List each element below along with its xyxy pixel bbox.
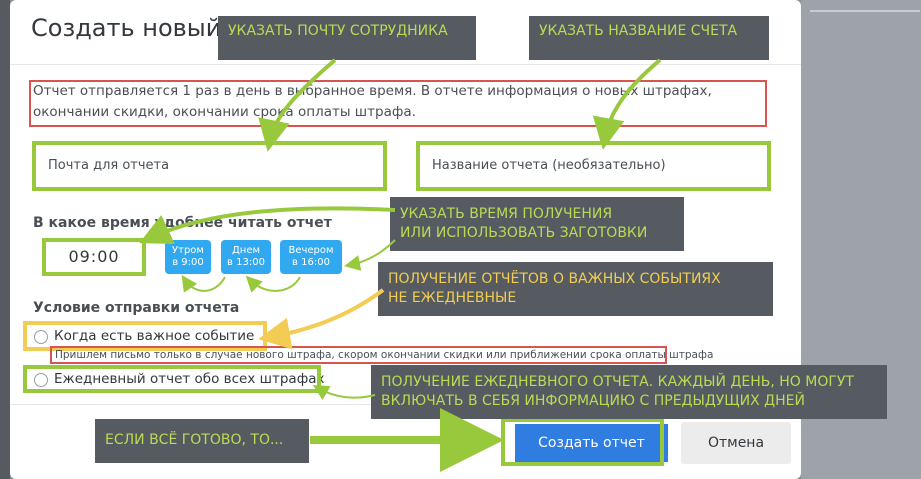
option-daily-highlight: [23, 365, 321, 393]
backdrop-left: [0, 0, 10, 479]
condition-label: Условие отправки отчета: [33, 300, 240, 316]
callout-email: УКАЗАТЬ ПОЧТУ СОТРУДНИКА: [218, 16, 476, 60]
callout-time: УКАЗАТЬ ВРЕМЯ ПОЛУЧЕНИЯ ИЛИ ИСПОЛЬЗОВАТЬ…: [390, 197, 684, 251]
preset-day-line2: в 13:00: [227, 257, 265, 268]
option-daily-label[interactable]: Ежедневный отчет обо всех штрафах: [54, 371, 325, 387]
callout-daily-line2: ВКЛЮЧАТЬ В СЕБЯ ИНФОРМАЦИЮ С ПРЕДЫДУЩИХ …: [381, 393, 805, 409]
time-label: В какое время удобнее читать отчет: [33, 215, 332, 231]
callout-important: ПОЛУЧЕНИЕ ОТЧЁТОВ О ВАЖНЫХ СОБЫТИЯХ НЕ Е…: [378, 262, 773, 316]
preset-evening-line2: в 16:00: [292, 257, 330, 268]
create-button-highlight: [501, 418, 664, 466]
callout-daily-line1: ПОЛУЧЕНИЕ ЕЖЕДНЕВНОГО ОТЧЕТА. КАЖДЫЙ ДЕН…: [381, 374, 854, 390]
preset-day-line1: Днем: [231, 245, 261, 256]
radio-important[interactable]: [34, 330, 48, 344]
callout-daily: ПОЛУЧЕНИЕ ЕЖЕДНЕВНОГО ОТЧЕТА. КАЖДЫЙ ДЕН…: [371, 365, 887, 419]
preset-evening-button[interactable]: Вечером в 16:00: [280, 240, 342, 274]
callout-time-line2: ИЛИ ИСПОЛЬЗОВАТЬ ЗАГОТОВКИ: [400, 225, 648, 241]
option-important-label[interactable]: Когда есть важное событие: [54, 328, 255, 344]
report-name-field[interactable]: Название отчета (необязательно): [420, 145, 767, 187]
hint-highlight: [50, 346, 667, 364]
preset-morning-line2: в 9:00: [172, 257, 204, 268]
callout-important-line1: ПОЛУЧЕНИЕ ОТЧЁТОВ О ВАЖНЫХ СОБЫТИЯХ: [388, 271, 721, 287]
preset-evening-line1: Вечером: [288, 245, 334, 256]
report-name-field-highlight: [416, 141, 771, 191]
option-important-hint: Пришлем письмо только в случае нового шт…: [55, 349, 714, 361]
time-input[interactable]: 09:00: [42, 238, 146, 276]
callout-time-line1: УКАЗАТЬ ВРЕМЯ ПОЛУЧЕНИЯ: [400, 206, 613, 222]
cancel-button[interactable]: Отмена: [681, 422, 791, 464]
description-highlight: [29, 80, 767, 127]
callout-ready: ЕСЛИ ВСЁ ГОТОВО, ТО...: [95, 419, 309, 463]
preset-day-button[interactable]: Днем в 13:00: [221, 240, 271, 274]
preset-morning-line1: Утром: [172, 245, 204, 256]
email-field-highlight: [32, 141, 387, 191]
preset-morning-button[interactable]: Утром в 9:00: [165, 240, 211, 274]
email-field[interactable]: Почта для отчета: [36, 145, 383, 187]
callout-name: УКАЗАТЬ НАЗВАНИЕ СЧЕТА: [529, 16, 769, 60]
callout-name-text: УКАЗАТЬ НАЗВАНИЕ СЧЕТА: [539, 23, 738, 39]
callout-important-line2: НЕ ЕЖЕДНЕВНЫЕ: [388, 290, 517, 306]
callout-ready-text: ЕСЛИ ВСЁ ГОТОВО, ТО...: [105, 432, 284, 448]
backdrop-divider: [810, 10, 920, 12]
create-report-button[interactable]: Создать отчет: [515, 424, 668, 462]
callout-email-text: УКАЗАТЬ ПОЧТУ СОТРУДНИКА: [228, 23, 448, 39]
radio-daily[interactable]: [34, 373, 48, 387]
